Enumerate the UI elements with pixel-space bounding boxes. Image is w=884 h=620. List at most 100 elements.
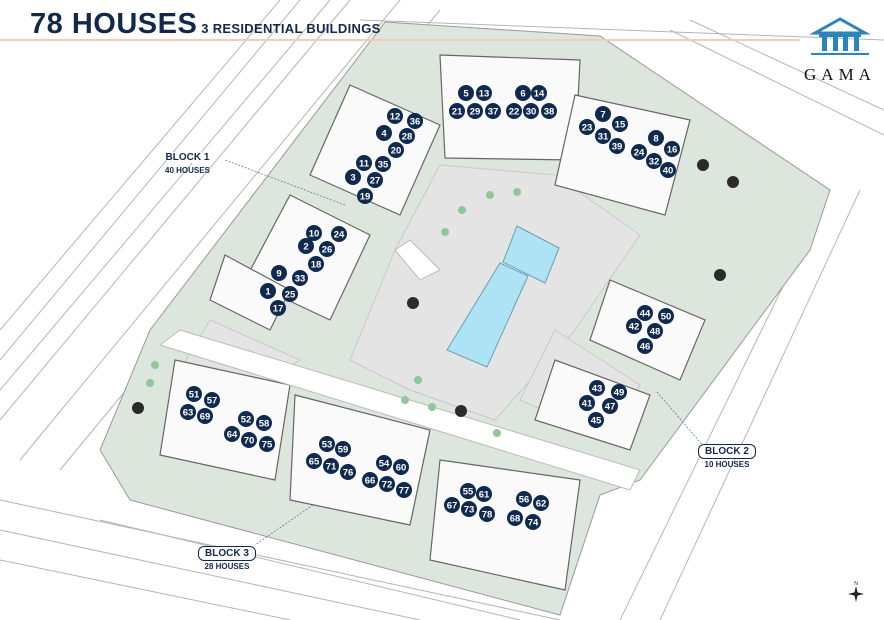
badge-circle: [260, 283, 276, 299]
badge-number: 61: [479, 490, 490, 501]
badge-number: 5: [463, 89, 469, 100]
badge-circle: [375, 156, 391, 172]
badge-number: 6: [520, 89, 525, 100]
house-badge-57: 57: [204, 392, 220, 408]
house-badge-72: 72: [379, 476, 395, 492]
badge-number: 35: [378, 160, 389, 171]
badge-circle: [460, 483, 476, 499]
badge-number: 27: [370, 176, 381, 187]
house-badge-10: 10: [306, 225, 322, 241]
badge-circle: [523, 103, 539, 119]
house-badge-55: 55: [460, 483, 476, 499]
badge-circle: [541, 103, 557, 119]
house-badge-24: 24: [631, 144, 647, 160]
house-badge-7: 7: [595, 106, 611, 122]
house-badge-18: 18: [308, 256, 324, 272]
house-badge-64: 64: [224, 426, 240, 442]
badge-circle: [387, 108, 403, 124]
badge-number: 40: [663, 166, 674, 177]
badge-circle: [602, 398, 618, 414]
house-badge-33: 33: [292, 270, 308, 286]
compass-north-label: N: [854, 581, 858, 587]
badge-circle: [282, 286, 298, 302]
house-badge-43: 43: [589, 380, 605, 396]
house-badge-67: 67: [444, 497, 460, 513]
badge-circle: [595, 128, 611, 144]
house-badge-1: 1: [260, 283, 276, 299]
badge-number: 75: [262, 440, 273, 451]
badge-circle: [476, 85, 492, 101]
badge-number: 43: [592, 384, 603, 395]
badge-circle: [388, 142, 404, 158]
badge-number: 24: [634, 148, 645, 159]
badge-circle: [609, 138, 625, 154]
badge-circle: [292, 270, 308, 286]
badge-number: 31: [598, 132, 609, 143]
badge-circle: [525, 514, 541, 530]
badge-number: 77: [399, 486, 410, 497]
house-badge-53: 53: [319, 436, 335, 452]
badge-number: 62: [536, 499, 547, 510]
badge-number: 30: [526, 107, 537, 118]
badge-circle: [507, 510, 523, 526]
badge-circle: [186, 386, 202, 402]
badge-number: 32: [649, 157, 660, 168]
badge-number: 1: [265, 287, 271, 298]
house-badge-4: 4: [376, 125, 392, 141]
badge-number: 19: [360, 192, 371, 203]
badge-number: 42: [629, 322, 640, 333]
badge-circle: [379, 476, 395, 492]
badge-circle: [612, 116, 628, 132]
badge-circle: [308, 256, 324, 272]
badge-circle: [340, 464, 356, 480]
house-badge-22: 22: [506, 103, 522, 119]
badge-number: 54: [379, 459, 390, 470]
leader-lines: [224, 159, 706, 546]
badge-circle: [458, 85, 474, 101]
logo-wordmark: GAMA: [804, 65, 876, 84]
badge-number: 38: [544, 107, 555, 118]
badge-number: 7: [600, 110, 605, 121]
badge-number: 59: [338, 445, 349, 456]
badge-number: 24: [334, 230, 345, 241]
house-badge-66: 66: [362, 472, 378, 488]
house-badge-37: 37: [485, 103, 501, 119]
badge-circle: [476, 486, 492, 502]
badge-circle: [362, 472, 378, 488]
house-badge-71: 71: [323, 458, 339, 474]
house-badge-30: 30: [523, 103, 539, 119]
badge-circle: [485, 103, 501, 119]
pool-upper: [502, 225, 560, 284]
house-badge-38: 38: [541, 103, 557, 119]
badge-circle: [238, 411, 254, 427]
block-count: 28 HOUSES: [204, 562, 250, 571]
pool-main: [446, 262, 529, 368]
badge-circle: [241, 432, 257, 448]
block-2-label: BLOCK 2 10 HOUSES: [698, 441, 756, 469]
house-badge-21: 21: [449, 103, 465, 119]
house-badge-75: 75: [259, 436, 275, 452]
block-1-label: BLOCK 1 40 HOUSES: [165, 147, 210, 175]
house-badge-51: 51: [186, 386, 202, 402]
badge-number: 17: [273, 304, 284, 315]
house-badge-74: 74: [525, 514, 541, 530]
badge-circle: [180, 404, 196, 420]
badge-circle: [664, 141, 680, 157]
badge-circle: [298, 238, 314, 254]
badge-circle: [357, 188, 373, 204]
badge-number: 52: [241, 415, 252, 426]
house-badge-62: 62: [533, 495, 549, 511]
badge-circle: [444, 497, 460, 513]
badge-number: 63: [183, 408, 194, 419]
badge-circle: [224, 426, 240, 442]
badge-number: 44: [640, 309, 651, 320]
badge-number: 47: [605, 402, 616, 413]
house-badge-36: 36: [407, 113, 423, 129]
badge-circle: [376, 125, 392, 141]
house-badge-50: 50: [658, 308, 674, 324]
buildings: [159, 54, 706, 591]
house-badge-76: 76: [340, 464, 356, 480]
badge-circle: [479, 506, 495, 522]
house-badge-39: 39: [609, 138, 625, 154]
